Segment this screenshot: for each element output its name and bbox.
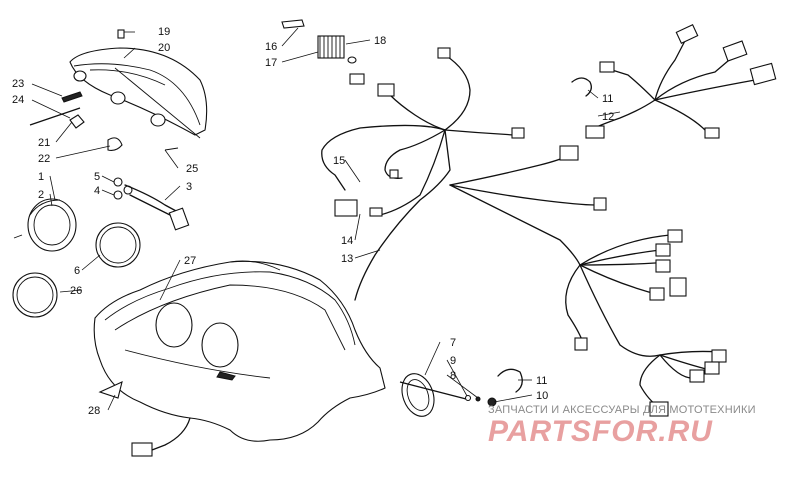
callout-11-bottom: 11	[536, 375, 547, 387]
callout-21: 21	[38, 137, 50, 149]
callout-26: 26	[70, 285, 82, 297]
callout-22: 22	[38, 153, 50, 165]
callout-10: 10	[536, 390, 548, 402]
callout-4: 4	[94, 185, 100, 197]
callout-13: 13	[341, 253, 353, 265]
callout-14: 14	[341, 235, 353, 247]
callout-1: 1	[38, 171, 44, 183]
callout-25: 25	[186, 163, 198, 175]
callout-24: 24	[12, 94, 24, 106]
headlight-assembly	[29, 29, 208, 151]
callout-16: 16	[265, 41, 277, 53]
callout-27: 27	[184, 255, 196, 267]
callout-19: 19	[158, 26, 170, 38]
callout-23: 23	[12, 78, 24, 90]
voltage-regulator	[281, 19, 357, 64]
gauge-ring-26	[12, 272, 58, 318]
gauge-mount-7	[399, 373, 497, 417]
harness-connectors	[334, 24, 777, 417]
speedometer-gauge	[13, 198, 77, 252]
gauge-bezel-ring	[95, 222, 141, 268]
callout-18: 18	[374, 35, 386, 47]
callout-3: 3	[186, 181, 192, 193]
callout-6: 6	[74, 265, 80, 277]
callout-17: 17	[265, 57, 277, 69]
callout-15: 15	[333, 155, 345, 167]
callout-20: 20	[158, 42, 170, 54]
callout-9: 9	[450, 355, 456, 367]
bulb-sockets	[113, 177, 190, 231]
watermark-brand: PARTSFOR.RU	[488, 415, 713, 448]
wire-clip-11-bottom	[497, 368, 523, 393]
main-wiring-harness	[321, 34, 756, 409]
leader-lines	[31, 27, 621, 411]
callout-11-top: 11	[602, 93, 613, 105]
watermark-subtitle: ЗАПЧАСТИ И АКСЕССУАРЫ ДЛЯ МОТОТЕХНИКИ	[488, 404, 756, 416]
callout-12: 12	[602, 111, 614, 123]
wire-clip-11-top	[571, 77, 592, 97]
dash-panel	[93, 260, 386, 457]
callout-28: 28	[88, 405, 100, 417]
callout-7: 7	[450, 337, 456, 349]
callout-5: 5	[94, 171, 100, 183]
callout-2: 2	[38, 189, 44, 201]
callout-labels: 19 20 23 24 21 22 25 1 2 5 4 3 6 26 27 2…	[12, 26, 614, 417]
callout-8: 8	[450, 370, 456, 382]
